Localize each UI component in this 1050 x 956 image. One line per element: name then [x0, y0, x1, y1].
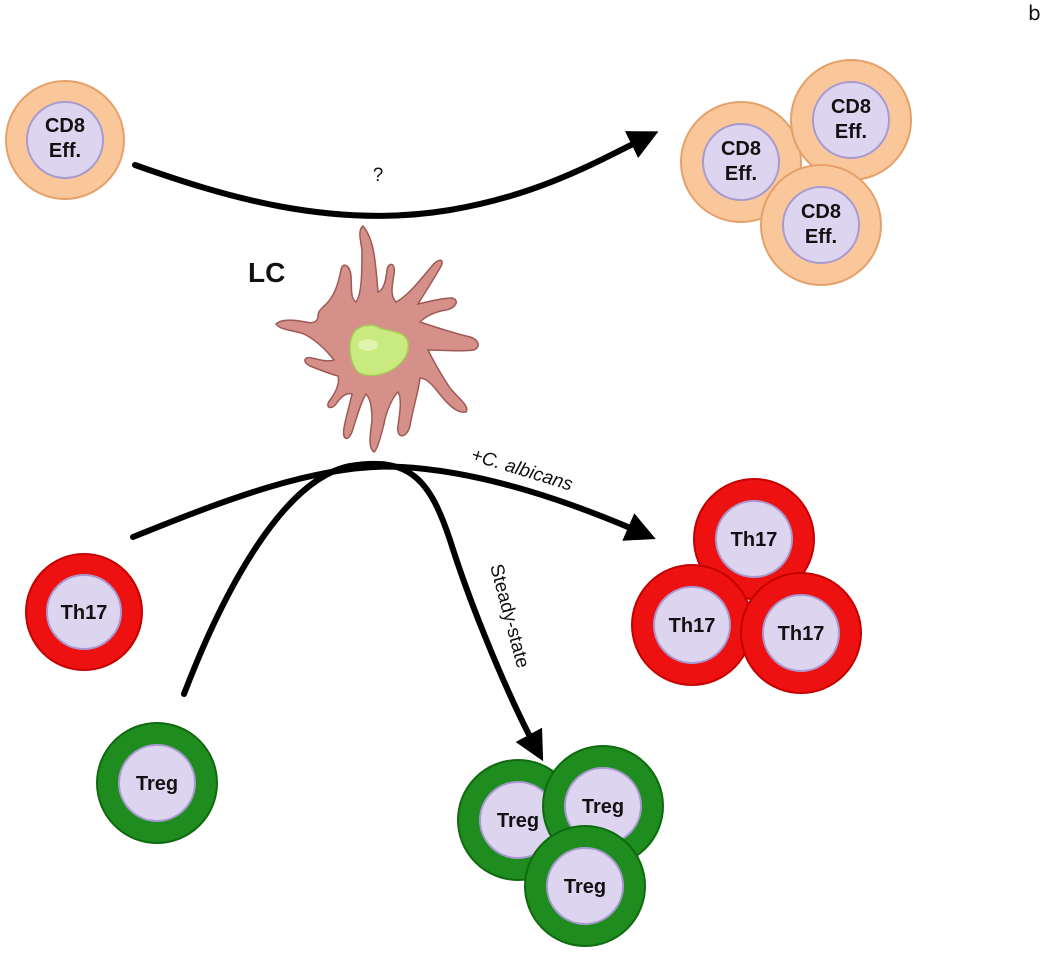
cd8-output-cell-2: CD8 Eff. — [790, 59, 912, 181]
cd8-output-3-label-line2: Eff. — [805, 226, 837, 248]
cd8-output-cell-1: CD8 Eff. — [680, 101, 802, 223]
th17-output-cell-2: Th17 — [631, 564, 753, 686]
treg-source-label: Treg — [136, 773, 178, 795]
treg-output-1-label: Treg — [497, 810, 539, 832]
treg-output-3-label: Treg — [564, 876, 606, 898]
langerhans-cell — [275, 224, 479, 453]
treg-output-2-label: Treg — [582, 796, 624, 818]
cd8-output-cell-3: CD8 Eff. — [760, 164, 882, 286]
langerhans-cell-nucleus — [349, 324, 410, 377]
th17-source-label: Th17 — [61, 602, 108, 624]
cd8-source-label-line1: CD8 — [45, 115, 85, 137]
cd8-output-1-label-line2: Eff. — [725, 163, 757, 185]
th17-output-cell-3: Th17 — [740, 572, 862, 694]
cd8-output-3-label-line1: CD8 — [801, 201, 841, 223]
cd8-source-label-line2: Eff. — [49, 140, 81, 162]
langerhans-cell-label: LC — [248, 257, 285, 288]
cd8-output-2-label-line2: Eff. — [835, 121, 867, 143]
cd8-expansion-arrow — [132, 131, 659, 219]
th17-output-3-label: Th17 — [778, 623, 825, 645]
cd8-output-1-label-line1: CD8 — [721, 138, 761, 160]
th17-output-cell-1: Th17 — [693, 478, 815, 600]
th17-output-1-label: Th17 — [731, 529, 778, 551]
th17-source-cell: Th17 — [25, 553, 143, 671]
panel-letter: b — [1028, 1, 1041, 25]
steady-state-treg-arrow — [181, 460, 544, 762]
cd8-arrow-label: ? — [373, 165, 384, 186]
treg-output-cell-3: Treg — [524, 825, 646, 947]
cd8-source-cell: CD8 Eff. — [5, 80, 125, 200]
cd8-output-2-label-line1: CD8 — [831, 96, 871, 118]
th17-output-2-label: Th17 — [669, 615, 716, 637]
treg-source-cell: Treg — [96, 722, 218, 844]
